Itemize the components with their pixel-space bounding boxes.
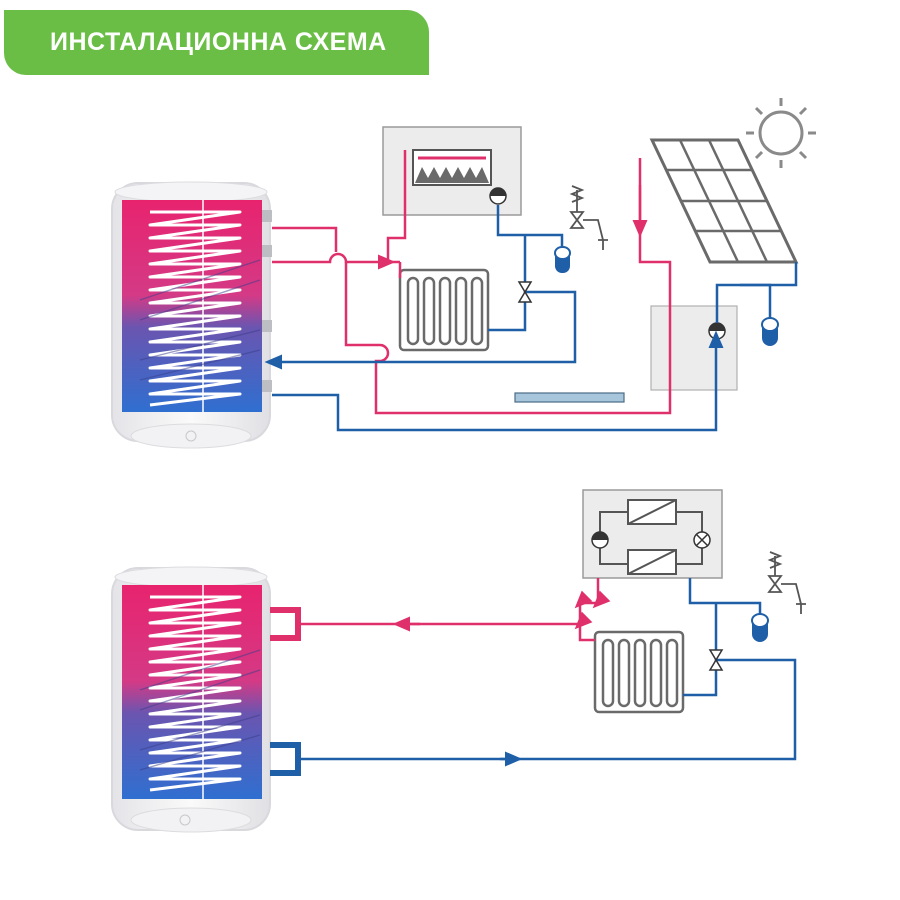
collector-bar xyxy=(514,392,625,403)
cold-connector xyxy=(270,742,301,776)
safety-valve-icon xyxy=(767,551,806,614)
solar-pump-station xyxy=(650,305,738,391)
pump-icon xyxy=(591,531,609,549)
radiator-icon xyxy=(593,630,685,714)
valve-icon xyxy=(708,649,724,671)
pump-icon xyxy=(708,322,726,340)
expansion-vessel-icon xyxy=(554,246,571,273)
expansion-vessel-icon xyxy=(751,613,769,642)
heat-exchanger-icon xyxy=(627,499,677,525)
cold-pipes xyxy=(298,578,797,767)
boiler-icon xyxy=(111,181,272,449)
solar-panel-icon xyxy=(649,138,799,264)
hot-pipes xyxy=(298,578,611,642)
header-banner: ИНСТАЛАЦИОННА СХЕМА xyxy=(4,10,429,75)
sun-icon xyxy=(746,98,816,168)
pump-icon xyxy=(489,187,507,205)
hot-pipes xyxy=(272,150,672,415)
hot-connector xyxy=(270,607,301,641)
safety-valve-icon xyxy=(569,185,608,250)
heat-pump-unit xyxy=(582,489,723,579)
heat-source-unit xyxy=(382,126,522,216)
radiator-icon xyxy=(398,268,490,352)
boiler-icon xyxy=(111,566,271,833)
bottom-scheme xyxy=(111,489,806,833)
cold-pipes xyxy=(264,205,798,432)
top-scheme xyxy=(111,98,816,449)
page-title: ИНСТАЛАЦИОННА СХЕМА xyxy=(50,28,387,56)
valve-icon xyxy=(517,281,533,303)
expansion-vessel-icon xyxy=(761,317,779,346)
valve-icon xyxy=(693,531,711,549)
heat-exchanger-icon xyxy=(627,549,677,575)
